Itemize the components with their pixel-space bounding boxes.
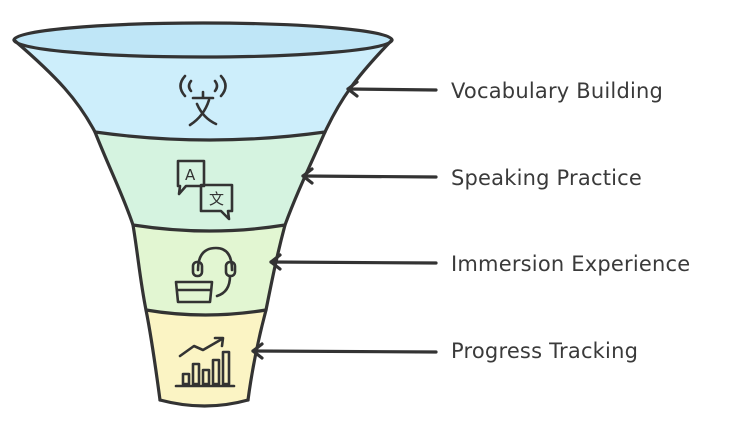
stage-label-immersion: Immersion Experience (451, 252, 690, 276)
arrow-vocabulary (346, 80, 438, 98)
headset-vr-icon (174, 246, 237, 304)
funnel-band-speaking (95, 132, 325, 230)
funnel-divider-1 (93, 130, 327, 142)
funnel-bottom-edge (158, 398, 250, 408)
arrow-speaking (301, 167, 438, 185)
funnel-rim (14, 23, 392, 57)
arrow-progress (251, 342, 438, 360)
chat-letter-a: A (185, 166, 196, 184)
funnel-band-immersion (133, 225, 285, 314)
funnel-divider-3 (144, 308, 268, 317)
chat-letter-b: 文 (209, 190, 224, 208)
funnel-band-vocabulary (14, 40, 392, 139)
translate-icon (179, 74, 227, 127)
funnel-left-edge (12, 38, 162, 402)
stage-label-vocabulary: Vocabulary Building (451, 79, 663, 103)
arrow-immersion (269, 253, 438, 271)
funnel-band-progress (146, 310, 266, 405)
funnel-divider-2 (131, 223, 287, 233)
language-chat-icon: A 文 (176, 159, 234, 221)
stage-label-progress: Progress Tracking (451, 339, 638, 363)
chart-trend-icon (174, 336, 236, 388)
stage-label-speaking: Speaking Practice (451, 166, 642, 190)
